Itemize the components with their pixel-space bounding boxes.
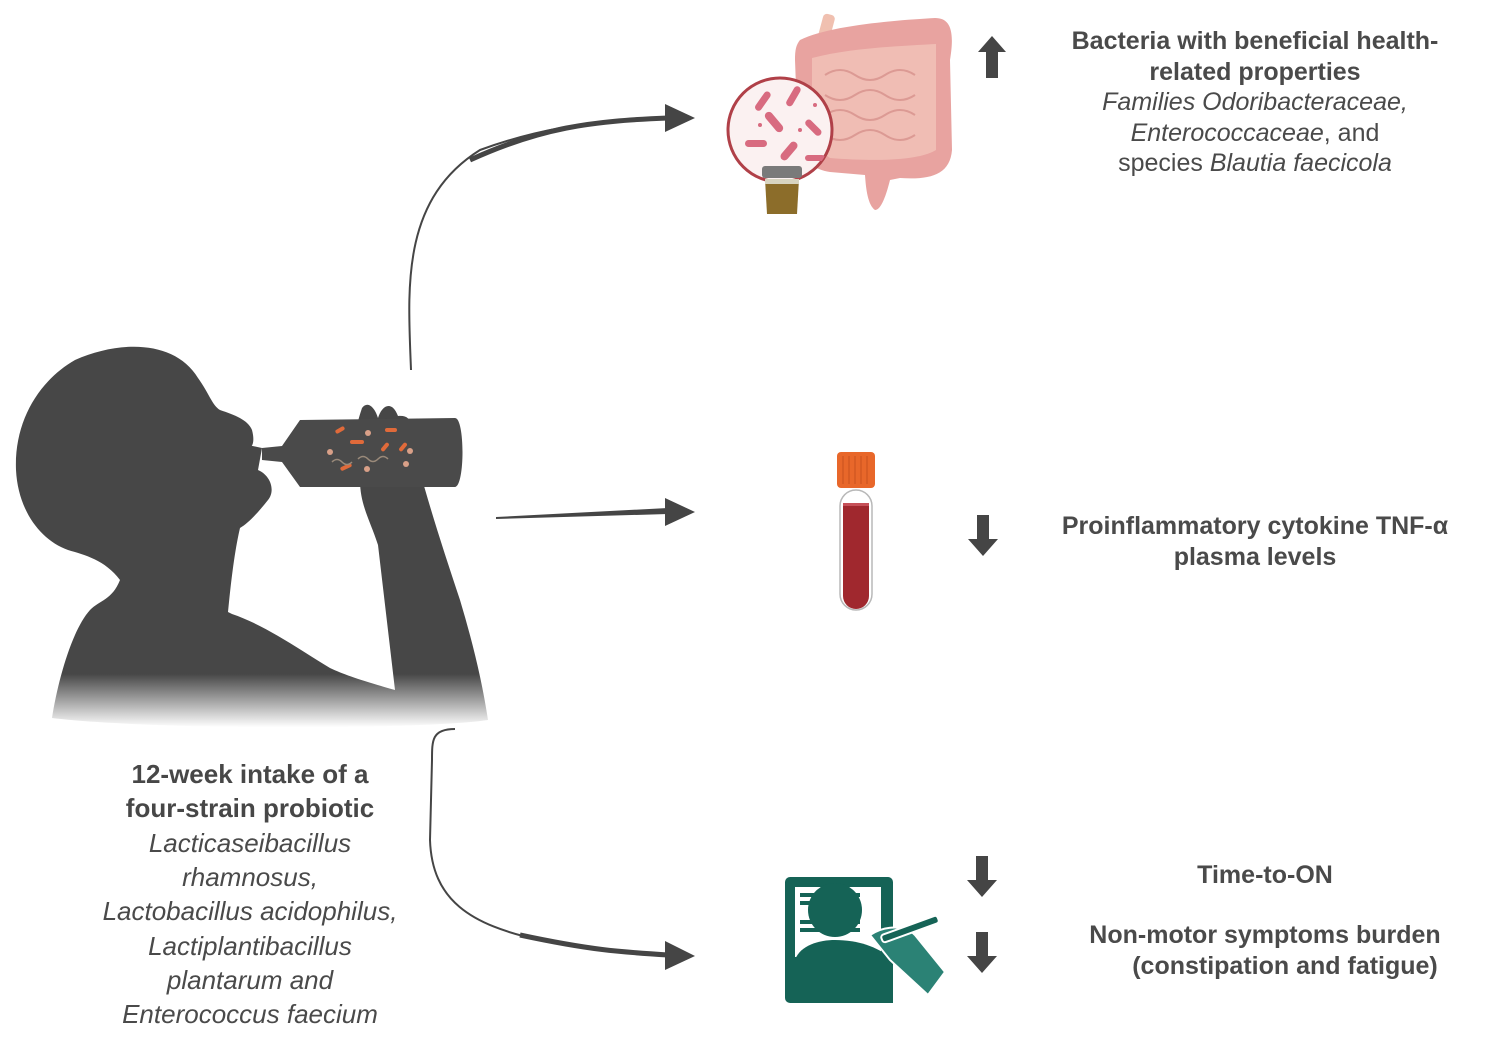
outcome-microbiota-detail-1: Families Odoribacteraceae,: [1102, 88, 1408, 116]
intervention-title-2: four-strain probiotic: [125, 793, 375, 824]
decrease-arrow-icon: [967, 932, 997, 973]
outcome-cytokine-text: Proinflammatory cytokine TNF-α plasma le…: [1020, 511, 1490, 572]
decrease-arrow-icon: [967, 856, 997, 897]
outcome-microbiota-title-2: related properties: [1149, 57, 1361, 86]
outcome-time-to-on: Time-to-ON: [1197, 861, 1333, 889]
outcome-non-motor-line-1: Non-motor symptoms burden: [1089, 921, 1441, 949]
decrease-arrow-icon: [968, 515, 998, 556]
intestine-icon: [795, 13, 952, 210]
strain-line: rhamnosus,: [182, 861, 318, 892]
outcome-microbiota-detail-3: species Blautia faecicola: [1020, 148, 1490, 179]
intervention-text: 12-week intake of a four-strain probioti…: [70, 757, 430, 1032]
arrow-to-clinical: [428, 728, 695, 970]
increase-arrow-icon: [978, 36, 1006, 78]
stool-sample-container-icon: [762, 166, 802, 214]
strain-line: Lactiplantibacillus: [148, 930, 352, 961]
species-label: species: [1118, 149, 1210, 177]
magnified-bacteria-icon: [726, 76, 834, 184]
arrow-to-blood: [496, 498, 695, 526]
strain-line: Lactobacillus acidophilus,: [102, 896, 398, 927]
outcome-non-motor-text: Non-motor symptoms burden (constipation …: [1040, 920, 1490, 981]
clinical-questionnaire-icon: [785, 877, 947, 1003]
outcome-microbiota-detail-2: Enterococcaceae, and: [1020, 118, 1490, 149]
strain-line: plantarum and: [166, 964, 334, 995]
arrow-to-microbiota: [408, 104, 695, 371]
strain-line: Lacticaseibacillus: [148, 827, 352, 858]
person-drinking-silhouette-icon: [15, 346, 489, 728]
outcome-microbiota-text: Bacteria with beneficial health- related…: [1020, 26, 1490, 179]
probiotic-bottle-icon: [262, 418, 463, 487]
conjunction-and: , and: [1323, 118, 1380, 147]
family-enterococcaceae: Enterococcaceae: [1130, 118, 1324, 147]
species-blautia: Blautia faecicola: [1209, 149, 1392, 177]
outcome-cytokine-title-2: plasma levels: [1173, 542, 1337, 571]
strain-line: Enterococcus faecium: [122, 999, 378, 1030]
intervention-title-1: 12-week intake of a: [131, 759, 369, 789]
blood-tube-icon: [837, 452, 875, 611]
outcome-non-motor-line-2: (constipation and fatigue): [1132, 951, 1438, 980]
outcome-microbiota-title-1: Bacteria with beneficial health-: [1071, 27, 1439, 55]
outcome-cytokine-title-1: Proinflammatory cytokine TNF-α: [1061, 512, 1449, 540]
